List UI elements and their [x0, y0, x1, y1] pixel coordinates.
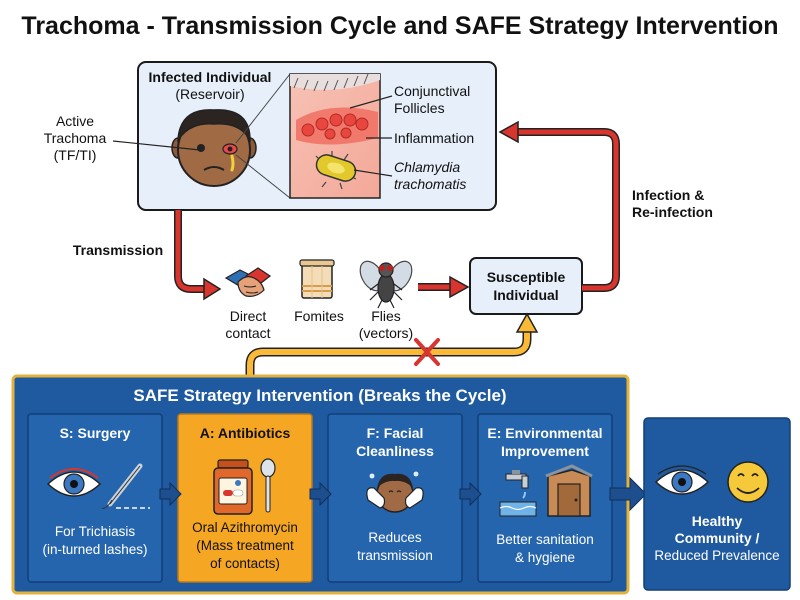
- route-fomites-label: Fomites: [294, 308, 344, 324]
- svg-text:Healthy: Healthy: [692, 513, 743, 529]
- svg-text:Community /: Community /: [675, 530, 760, 546]
- antibiotics-break-arrow: [245, 312, 539, 418]
- follicles-label: Conjunctival: [394, 83, 470, 99]
- follicles-label: Follicles: [394, 100, 445, 116]
- svg-text:For Trichiasis: For Trichiasis: [55, 524, 136, 539]
- svg-text:(Mass treatment: (Mass treatment: [196, 538, 294, 553]
- spoon-icon: [260, 458, 276, 513]
- safe-card-facial-cleanliness: F: Facial Cleanliness Reduces transmissi…: [327, 413, 463, 583]
- susceptible-individual-box: Susceptible Individual: [469, 257, 583, 315]
- svg-text:A: Antibiotics: A: Antibiotics: [200, 425, 291, 441]
- towel-icon: [299, 259, 335, 299]
- safe-card-antibiotics: A: Antibiotics Oral Azithromycin (Mass t…: [177, 413, 313, 583]
- svg-text:E: Environmental: E: Environmental: [487, 425, 602, 441]
- flow-arrow-s-a: [159, 481, 182, 507]
- svg-text:Improvement: Improvement: [501, 443, 589, 459]
- bacterium-icon: [315, 151, 357, 190]
- infected-individual-panel: Infected Individual (Reservoir) Active T…: [44, 61, 497, 211]
- handshake-icon: [224, 267, 272, 297]
- fly-icon: [359, 260, 413, 309]
- eye-scalpel-icon: [46, 463, 150, 509]
- flow-arrow-a-f: [309, 481, 332, 507]
- svg-text:(TF/TI): (TF/TI): [54, 147, 97, 163]
- svg-text:Individual: Individual: [493, 287, 558, 303]
- safe-title: SAFE Strategy Intervention (Breaks the C…: [133, 386, 506, 405]
- pathogen-pointer: [353, 169, 393, 177]
- transmission-label: Transmission: [73, 242, 163, 258]
- cycle-break-x-icon: [414, 338, 440, 366]
- reinfection-label: Re-infection: [632, 204, 713, 220]
- pathogen-label: Chlamydia: [394, 159, 460, 175]
- safe-card-environmental-improvement: E: Environmental Improvement Better sani…: [477, 413, 613, 583]
- svg-text:S: Surgery: S: Surgery: [60, 425, 131, 441]
- svg-text:Oral Azithromycin: Oral Azithromycin: [192, 520, 298, 535]
- tap-latrine-icon: [499, 464, 593, 517]
- svg-text:Reduces: Reduces: [368, 530, 422, 545]
- route-direct-contact-label: Direct: [230, 308, 267, 324]
- face-washing-icon: [366, 471, 424, 513]
- safe-card-surgery: S: Surgery For Trichiasis (in-turned las…: [27, 413, 163, 583]
- infected-title: Infected Individual: [149, 69, 272, 85]
- page-title: Trachoma - Transmission Cycle and SAFE S…: [21, 12, 778, 40]
- svg-text:Active: Active: [56, 113, 94, 129]
- healthy-eye-icon: [654, 465, 710, 495]
- svg-text:of contacts): of contacts): [210, 556, 280, 571]
- svg-text:Reduced Prevalence: Reduced Prevalence: [654, 548, 779, 563]
- smiley-icon: [727, 461, 769, 503]
- svg-text:F: Facial: F: Facial: [367, 425, 424, 441]
- pill-bottle-icon: [213, 459, 253, 515]
- zoom-line: [235, 154, 291, 199]
- healthy-community-box: Healthy Community / Reduced Prevalence: [643, 417, 791, 591]
- svg-text:(in-turned lashes): (in-turned lashes): [42, 542, 147, 557]
- follicles-pointer: [349, 95, 393, 109]
- svg-text:Better sanitation: Better sanitation: [496, 532, 594, 547]
- transmission-arrow: [174, 210, 222, 301]
- to-susceptible-arrow: [418, 275, 470, 299]
- route-flies-label: Flies: [371, 308, 401, 324]
- svg-text:Cleanliness: Cleanliness: [356, 443, 434, 459]
- reinfection-label: Infection &: [632, 187, 704, 203]
- active-trachoma-label: Active Trachoma (TF/TI): [44, 113, 201, 163]
- svg-text:Trachoma: Trachoma: [44, 130, 107, 146]
- route-direct-contact-label: contact: [225, 325, 270, 341]
- svg-text:Susceptible: Susceptible: [487, 269, 566, 285]
- inflammation-label: Inflammation: [394, 130, 474, 146]
- infected-subtitle: (Reservoir): [175, 86, 244, 102]
- svg-text:& hygiene: & hygiene: [515, 550, 575, 565]
- reinfection-arrow: [498, 120, 620, 292]
- route-flies-label: (vectors): [359, 325, 413, 341]
- svg-text:transmission: transmission: [357, 548, 433, 563]
- zoom-line: [235, 73, 291, 144]
- pathogen-label: trachomatis: [394, 176, 466, 192]
- flow-arrow-e-outcome: [609, 476, 647, 512]
- conjunctiva-closeup-icon: [289, 73, 381, 199]
- flow-arrow-f-e: [459, 481, 482, 507]
- flow-arrows: [159, 476, 647, 512]
